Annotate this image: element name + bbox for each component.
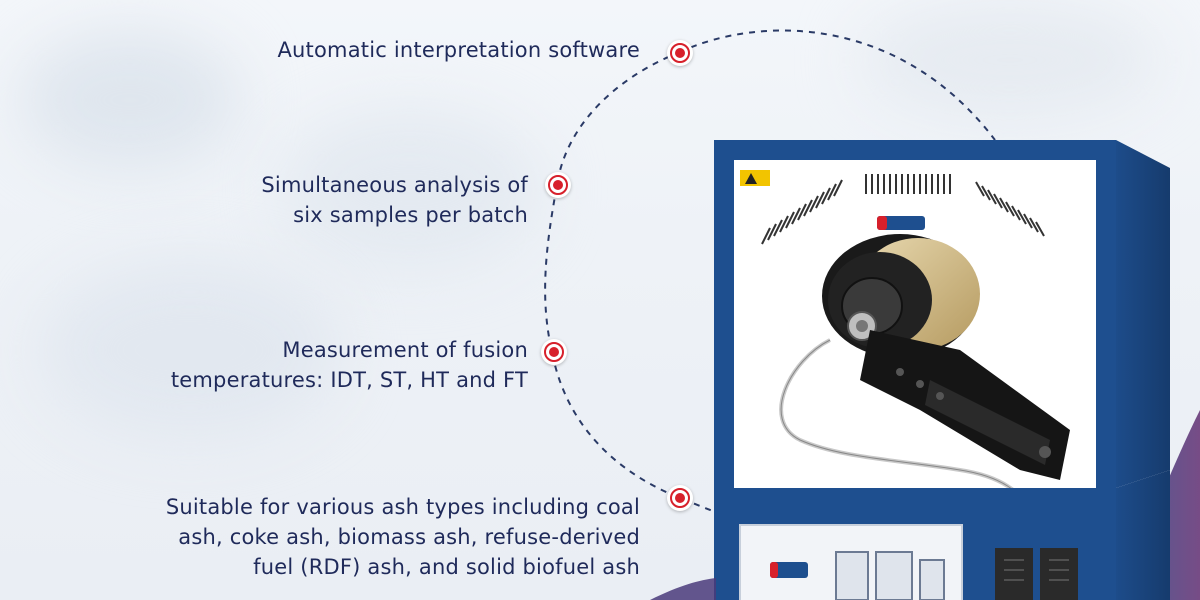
bullet-dot-icon: [667, 485, 693, 511]
feature-fusion-temperatures: Measurement of fusion temperatures: IDT,…: [100, 335, 528, 395]
feature-line: Measurement of fusion: [282, 338, 528, 362]
background-blur: [20, 30, 240, 170]
feature-ash-types: Suitable for various ash types including…: [40, 492, 640, 582]
bullet-dot-icon: [541, 339, 567, 365]
bullet-dot-icon: [545, 172, 571, 198]
feature-automatic-software: Automatic interpretation software: [150, 35, 640, 65]
feature-line: ash, coke ash, biomass ash, refuse-deriv…: [178, 525, 640, 549]
bullet-dot-icon: [667, 40, 693, 66]
feature-line: six samples per batch: [293, 203, 528, 227]
background-blur: [40, 260, 340, 440]
feature-line: Simultaneous analysis of: [261, 173, 528, 197]
feature-line: Suitable for various ash types including…: [165, 495, 640, 519]
background-blur: [860, 0, 1160, 120]
background-blur: [280, 110, 540, 270]
feature-line: Automatic interpretation software: [277, 38, 640, 62]
feature-line: temperatures: IDT, ST, HT and FT: [170, 368, 528, 392]
feature-line: fuel (RDF) ash, and solid biofuel ash: [253, 555, 640, 579]
feature-simultaneous-analysis: Simultaneous analysis of six samples per…: [150, 170, 528, 230]
